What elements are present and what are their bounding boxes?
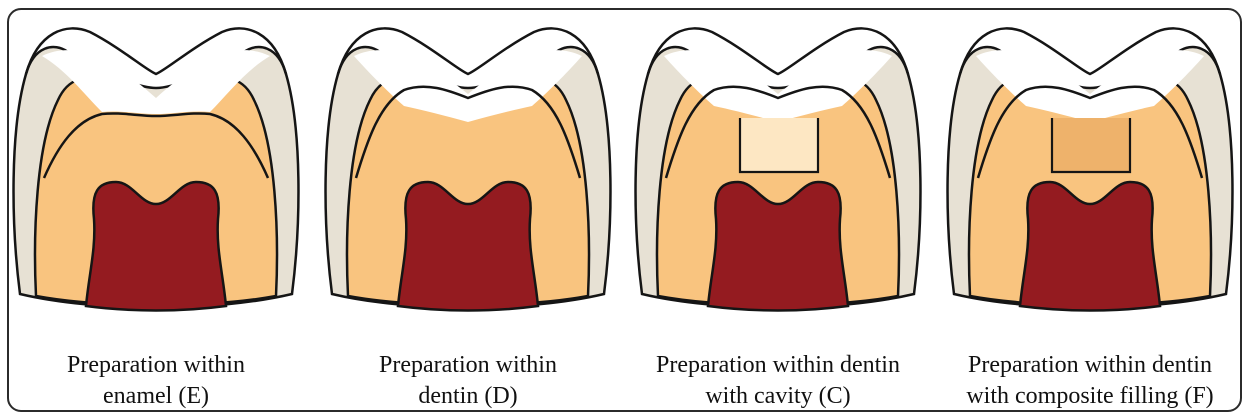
panel-filling: Preparation within dentin with composite… [940,14,1240,412]
caption-cavity: Preparation within dentin with cavity (C… [628,350,928,412]
tooth-enamel-prep-diagram [6,14,306,334]
caption-filling: Preparation within dentin with composite… [940,350,1240,412]
tooth-filling [948,28,1233,310]
composite-filling [1052,118,1130,172]
caption-enamel-line2: enamel (E) [6,381,306,412]
caption-dentin: Preparation within dentin (D) [318,350,618,412]
caption-dentin-line1: Preparation within [318,350,618,381]
cavity-outline [740,118,818,172]
caption-dentin-line2: dentin (D) [318,381,618,412]
tooth-cavity [636,28,921,310]
panel-dentin: Preparation within dentin (D) [318,14,618,412]
caption-enamel: Preparation within enamel (E) [6,350,306,412]
tooth-filling-prep-diagram [940,14,1240,334]
tooth-enamel [14,28,299,310]
caption-cavity-line2: with cavity (C) [628,381,928,412]
caption-cavity-line1: Preparation within dentin [628,350,928,381]
caption-enamel-line1: Preparation within [6,350,306,381]
caption-filling-line1: Preparation within dentin [940,350,1240,381]
tooth-dentin-prep-diagram [318,14,618,334]
panel-cavity: Preparation within dentin with cavity (C… [628,14,928,412]
tooth-dentin [326,28,611,310]
caption-filling-line2: with composite filling (F) [940,381,1240,412]
panel-enamel: Preparation within enamel (E) [6,14,306,412]
tooth-cavity-prep-diagram [628,14,928,334]
